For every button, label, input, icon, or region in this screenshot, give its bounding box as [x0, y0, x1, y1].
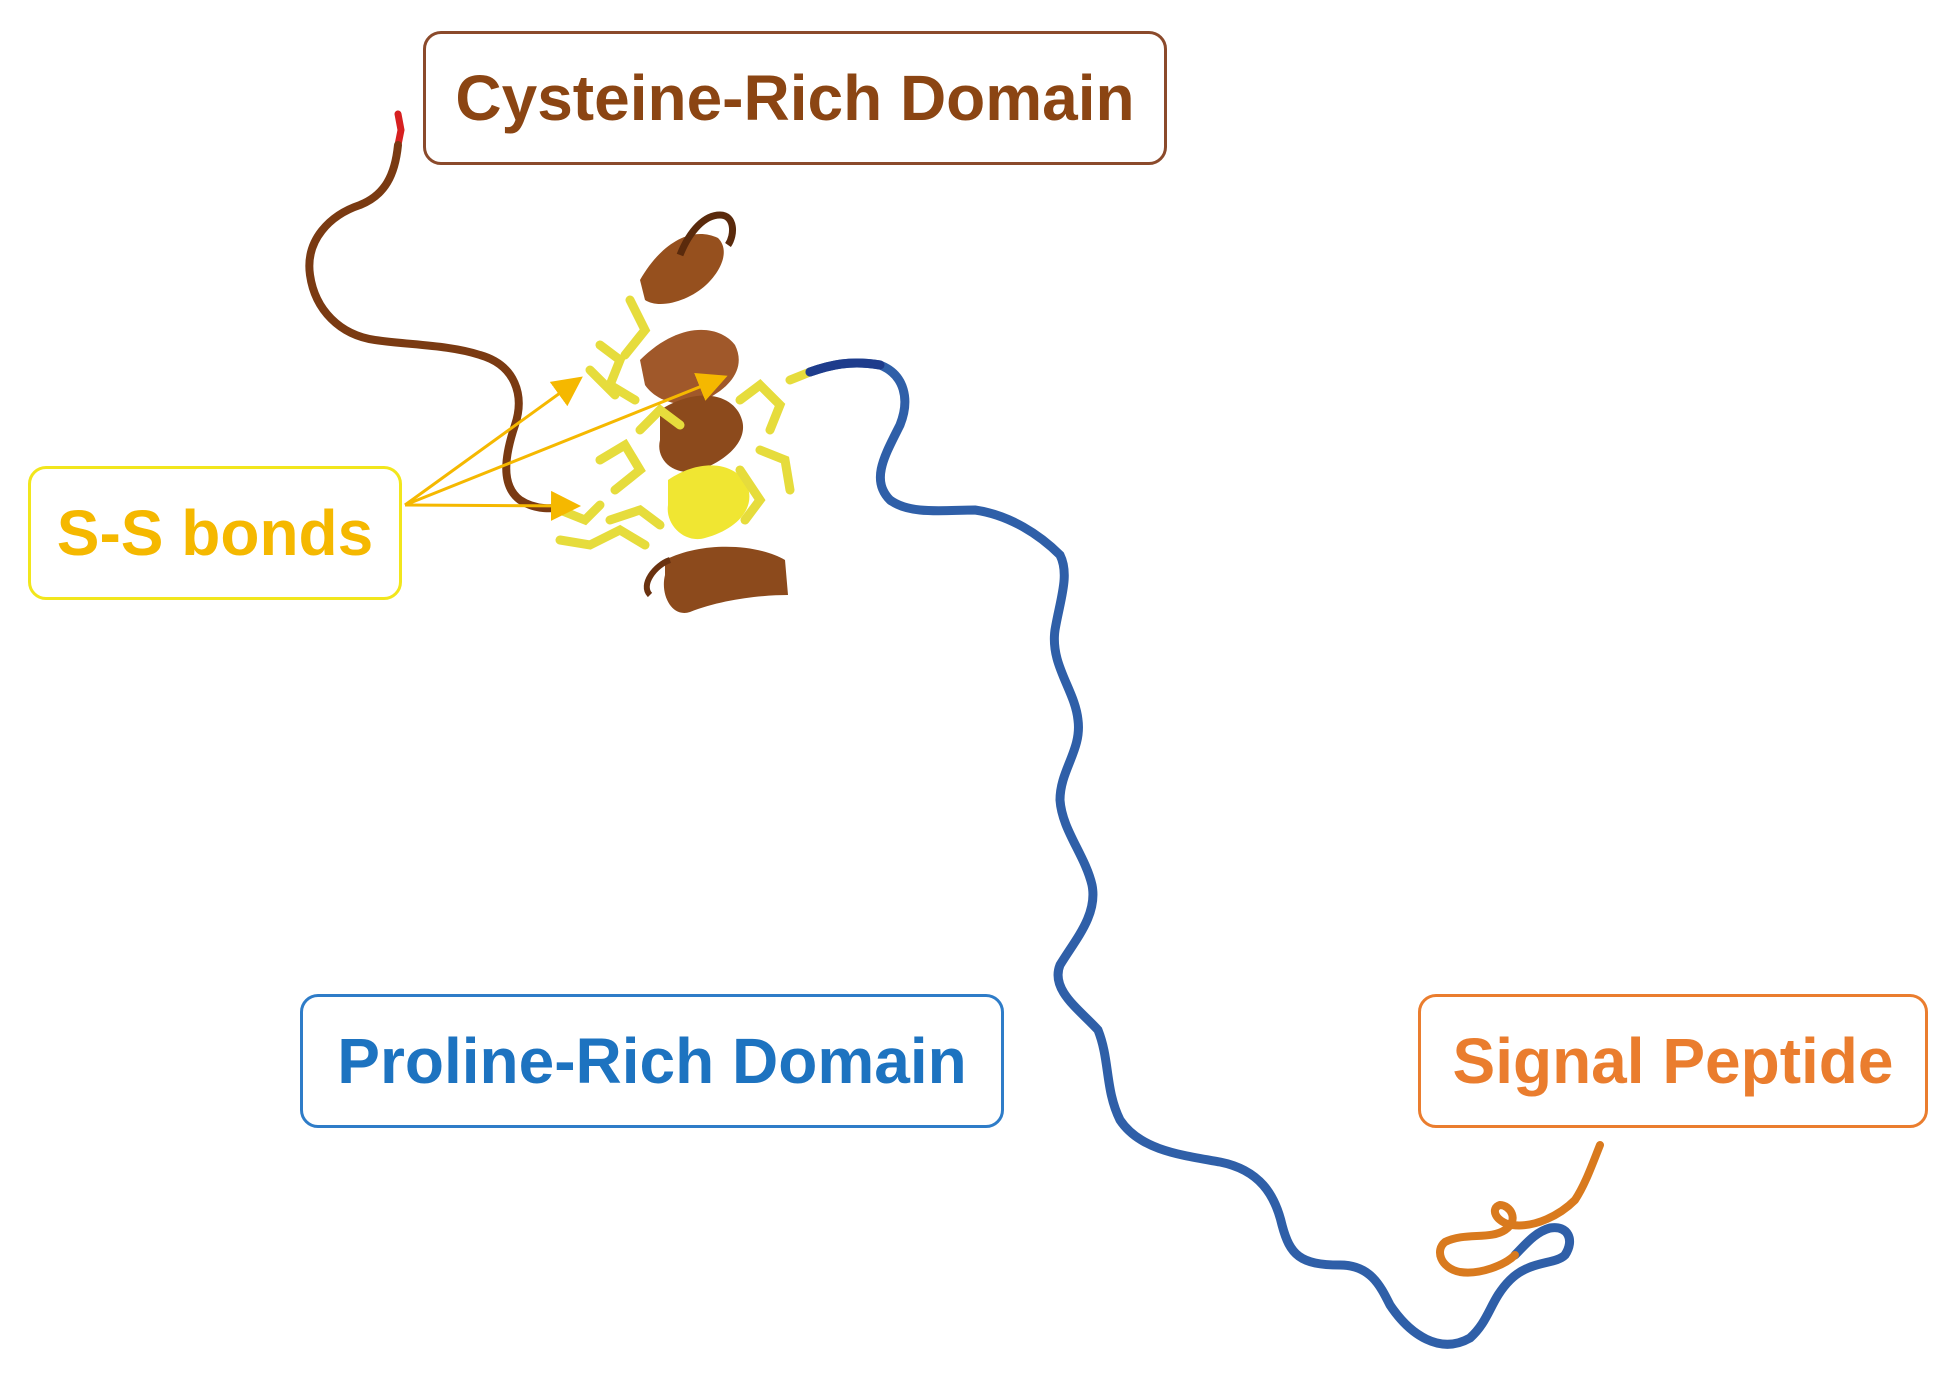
ss-bonds-text: S-S bonds	[56, 497, 374, 569]
proline-rich-domain-label: Proline-Rich Domain	[300, 994, 1004, 1128]
alpha-helix	[640, 211, 788, 613]
ss-bond-arrows	[404, 373, 728, 521]
cysteine-domain-coil	[305, 141, 569, 513]
signal-peptide-label: Signal Peptide	[1418, 994, 1928, 1128]
proline-domain-dark-start	[805, 358, 885, 377]
ss-bonds-label: S-S bonds	[28, 466, 402, 600]
signal-peptide-text: Signal Peptide	[1452, 1025, 1894, 1097]
proline-rich-domain-text: Proline-Rich Domain	[337, 1025, 967, 1097]
proline-domain-coil	[805, 358, 1574, 1349]
n-terminus-tip	[394, 110, 405, 149]
signal-peptide-coil	[1436, 1141, 1604, 1277]
cysteine-rich-domain-label: Cysteine-Rich Domain	[423, 31, 1167, 165]
cysteine-rich-domain-text: Cysteine-Rich Domain	[455, 62, 1135, 134]
